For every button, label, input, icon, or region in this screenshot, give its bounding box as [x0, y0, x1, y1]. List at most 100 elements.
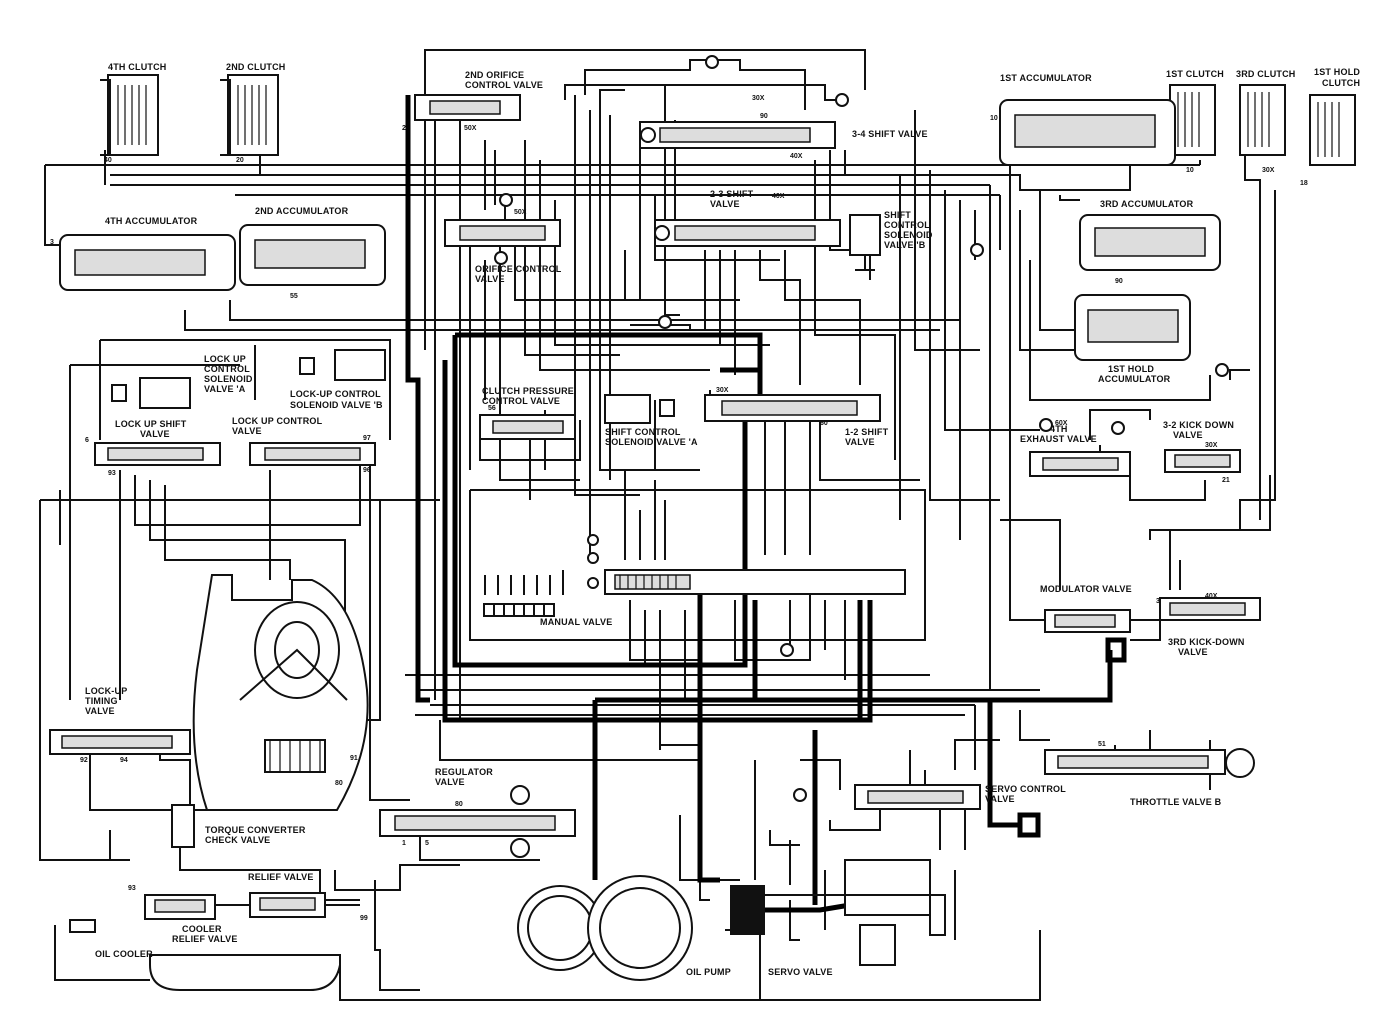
svg-text:5: 5: [425, 840, 429, 847]
svg-text:21: 21: [1222, 477, 1230, 484]
svg-text:1-2 SHIFT: 1-2 SHIFT: [845, 427, 889, 437]
svg-text:40X: 40X: [790, 153, 803, 160]
svg-text:SERVO VALVE: SERVO VALVE: [768, 967, 833, 977]
valve-relief: RELIEF VALVE: [248, 872, 326, 918]
svg-text:TORQUE CONVERTER: TORQUE CONVERTER: [205, 825, 306, 835]
hydraulic-lines: [39, 49, 1276, 1001]
svg-text:55: 55: [290, 293, 298, 300]
svg-text:CONTROL VALVE: CONTROL VALVE: [482, 396, 560, 406]
svg-text:RELIEF VALVE: RELIEF VALVE: [248, 872, 314, 882]
svg-text:91: 91: [350, 755, 358, 762]
valve-1-2-shift: 1-2 SHIFT VALVE 30X 60: [704, 387, 889, 447]
svg-text:VALVE 'B: VALVE 'B: [884, 240, 926, 250]
svg-text:93: 93: [108, 470, 116, 477]
valve-modulator: MODULATOR VALVE: [1040, 584, 1132, 663]
accumulator-2nd: 2ND ACCUMULATOR 55: [239, 206, 386, 300]
svg-text:2ND ORIFICE: 2ND ORIFICE: [465, 70, 524, 80]
svg-text:50X: 50X: [464, 125, 477, 132]
svg-text:MODULATOR VALVE: MODULATOR VALVE: [1040, 584, 1132, 594]
oil-pump: OIL PUMP: [517, 875, 765, 981]
svg-text:4TH: 4TH: [1050, 424, 1068, 434]
svg-text:MANUAL VALVE: MANUAL VALVE: [540, 617, 612, 627]
svg-text:CONTROL: CONTROL: [884, 220, 930, 230]
svg-text:2-3 SHIFT: 2-3 SHIFT: [710, 189, 754, 199]
valve-3-4-shift: 3-4 SHIFT VALVE 30X 90 40X: [639, 95, 928, 160]
shift-control-solenoid-valve-b: SHIFT CONTROL SOLENOID VALVE 'B: [849, 210, 933, 271]
svg-text:1: 1: [402, 840, 406, 847]
clutch-1st-label: 1ST CLUTCH: [1166, 69, 1224, 79]
line-pressure-lines: [405, 95, 1113, 913]
svg-text:97: 97: [363, 435, 371, 442]
valve-2nd-orifice-control: 2ND ORIFICE CONTROL VALVE 2 50X: [402, 70, 543, 132]
clutch-2nd-label: 2ND CLUTCH: [226, 62, 286, 72]
clutch-1st-hold-label-1: 1ST HOLD: [1314, 67, 1360, 77]
lock-up-control-solenoid-valve-a: LOCK UP CONTROL SOLENOID VALVE 'A: [111, 354, 253, 409]
svg-text:VALVE: VALVE: [435, 777, 465, 787]
clutch-3rd-label: 3RD CLUTCH: [1236, 69, 1296, 79]
svg-text:VALVE: VALVE: [710, 199, 740, 209]
svg-text:VALVE: VALVE: [232, 426, 262, 436]
svg-text:TIMING: TIMING: [85, 696, 118, 706]
accumulator-1st-hold: 1ST HOLD ACCUMULATOR: [1074, 294, 1191, 384]
svg-text:99: 99: [360, 915, 368, 922]
svg-text:20: 20: [236, 157, 244, 164]
svg-text:SHIFT: SHIFT: [884, 210, 911, 220]
svg-text:30X: 30X: [1205, 442, 1218, 449]
valve-2-3-shift: 2-3 SHIFT VALVE 40X: [654, 189, 841, 247]
accumulator-1st-hold-label-1: 1ST HOLD: [1108, 364, 1154, 374]
svg-text:3RD KICK-DOWN: 3RD KICK-DOWN: [1168, 637, 1245, 647]
clutch-1st-hold: 1ST HOLD CLUTCH 18: [1300, 67, 1360, 187]
svg-text:VALVE: VALVE: [140, 429, 170, 439]
check-valves: [494, 55, 1229, 802]
svg-text:92: 92: [80, 757, 88, 764]
svg-text:10: 10: [990, 115, 998, 122]
accumulator-1st-label: 1ST ACCUMULATOR: [1000, 73, 1092, 83]
svg-text:6: 6: [85, 437, 89, 444]
svg-text:30X: 30X: [752, 95, 765, 102]
svg-text:93: 93: [128, 885, 136, 892]
svg-text:30X: 30X: [1262, 167, 1275, 174]
valve-manual: MANUAL VALVE: [483, 534, 906, 627]
svg-text:OIL COOLER: OIL COOLER: [95, 949, 153, 959]
valve-3rd-kick-down: 3RD KICK-DOWN VALVE 3 40X: [1156, 593, 1261, 657]
svg-text:40X: 40X: [1205, 593, 1218, 600]
svg-text:18: 18: [1300, 180, 1308, 187]
clutch-1st: 1ST CLUTCH 10: [1166, 69, 1224, 174]
svg-text:90: 90: [1115, 278, 1123, 285]
svg-text:40X: 40X: [772, 193, 785, 200]
oil-cooler: OIL COOLER 99: [69, 915, 368, 991]
servo-valve: SERVO VALVE: [760, 859, 946, 977]
svg-text:SOLENOID: SOLENOID: [204, 374, 253, 384]
valve-lock-up-timing: LOCK-UP TIMING VALVE 92 94: [49, 686, 191, 764]
valve-throttle-b: THROTTLE VALVE B 51: [1044, 741, 1255, 807]
clutch-4th-label: 4TH CLUTCH: [108, 62, 167, 72]
svg-text:OIL PUMP: OIL PUMP: [686, 967, 731, 977]
svg-text:ORIFICE CONTROL: ORIFICE CONTROL: [475, 264, 562, 274]
valve-torque-converter-check: TORQUE CONVERTER CHECK VALVE: [171, 804, 306, 848]
clutch-3rd: 3RD CLUTCH 30X: [1236, 69, 1296, 174]
svg-text:CHECK VALVE: CHECK VALVE: [205, 835, 270, 845]
svg-text:LOCK UP CONTROL: LOCK UP CONTROL: [232, 416, 323, 426]
accumulator-1st-hold-label-2: ACCUMULATOR: [1098, 374, 1171, 384]
svg-text:80: 80: [455, 801, 463, 808]
svg-text:40: 40: [104, 157, 112, 164]
svg-text:3-4 SHIFT VALVE: 3-4 SHIFT VALVE: [852, 129, 928, 139]
svg-text:60X: 60X: [1055, 420, 1068, 427]
valve-orifice-control: ORIFICE CONTROL VALVE 50X: [444, 209, 562, 284]
clutch-2nd: 2ND CLUTCH 20: [220, 62, 286, 164]
svg-text:SOLENOID: SOLENOID: [884, 230, 933, 240]
svg-text:96: 96: [363, 467, 371, 474]
svg-text:CONTROL VALVE: CONTROL VALVE: [465, 80, 543, 90]
svg-text:VALVE: VALVE: [1178, 647, 1208, 657]
torque-converter: 91 80: [192, 574, 369, 811]
svg-text:56: 56: [488, 405, 496, 412]
accumulator-4th-label: 4TH ACCUMULATOR: [105, 216, 198, 226]
valve-regulator: REGULATOR VALVE 80 1 5: [379, 767, 576, 858]
valve-cooler-relief: COOLER RELIEF VALVE 93: [128, 885, 237, 944]
svg-text:VALVE: VALVE: [1173, 430, 1203, 440]
svg-text:SERVO CONTROL: SERVO CONTROL: [985, 784, 1066, 794]
svg-text:THROTTLE VALVE B: THROTTLE VALVE B: [1130, 797, 1222, 807]
lock-up-control-solenoid-valve-b: LOCK-UP CONTROL SOLENOID VALVE 'B: [290, 349, 386, 410]
svg-text:60: 60: [820, 420, 828, 427]
svg-text:CONTROL: CONTROL: [204, 364, 250, 374]
